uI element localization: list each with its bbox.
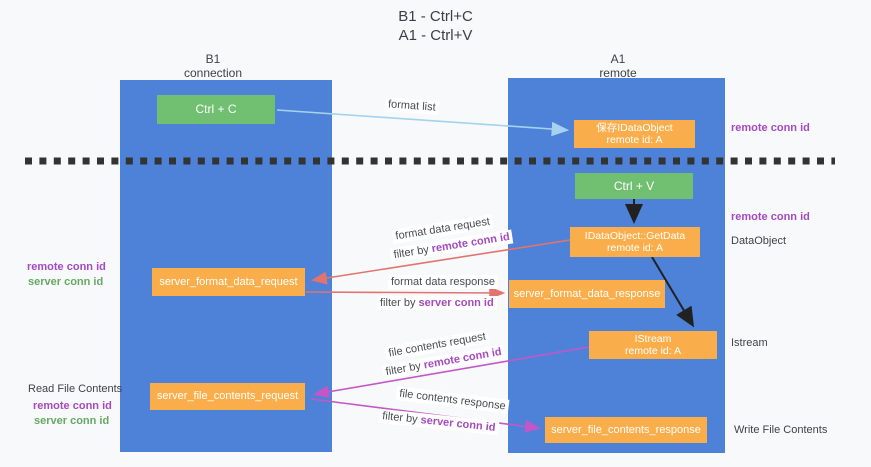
node-istream-line1: IStream [634, 333, 672, 345]
node-server-file-contents-response: server_file_contents_response [545, 417, 707, 443]
node-server-format-data-response: server_format_data_response [509, 280, 665, 308]
annotation-server-conn-id-left1: server conn id [28, 276, 104, 288]
label-filter-by-text: filter by [384, 359, 425, 379]
node-idataobject-getdata: IDataObject::GetData remote id: A [570, 227, 700, 257]
left-column-header: B1 connection [153, 52, 273, 80]
node-istream-line2: remote id: A [624, 345, 682, 357]
node-idataobject-getdata-line2: remote id: A [606, 242, 664, 254]
label-filter-by-text: filter by [381, 410, 422, 427]
right-column-name: A1 [610, 52, 626, 66]
left-column-name: B1 [205, 52, 221, 66]
left-column-role: connection [183, 66, 243, 80]
label-file-contents-response: file contents response [395, 386, 510, 414]
title-line-1: B1 - Ctrl+C [398, 8, 473, 25]
label-filter-by-text: filter by [380, 297, 419, 309]
format-data-response-arrow [305, 286, 506, 300]
node-ctrl-v: Ctrl + V [575, 173, 693, 199]
annotation-remote-conn-id-left2: remote conn id [33, 400, 112, 412]
annotation-remote-conn-id-mid: remote conn id [731, 211, 810, 223]
right-column-role: remote [599, 66, 637, 80]
label-filter-by-text: filter by [392, 243, 433, 262]
title-line-2: A1 - Ctrl+V [398, 27, 473, 44]
annotation-dataobject: DataObject [731, 235, 787, 247]
node-idataobject-getdata-line1: IDataObject::GetData [584, 230, 686, 242]
node-save-idataobject-line1: 保存IDataObject [596, 122, 673, 134]
node-istream: IStream remote id: A [589, 331, 717, 359]
label-filter-server-2: filter by server conn id [378, 408, 500, 436]
label-format-data-response: format data response [388, 275, 498, 289]
diagram-title: B1 - Ctrl+C A1 - Ctrl+V [0, 7, 871, 45]
annotation-remote-conn-id-top: remote conn id [731, 122, 810, 134]
annotation-server-conn-id-left2: server conn id [34, 415, 110, 427]
annotation-remote-conn-id-left1: remote conn id [27, 261, 106, 273]
label-server-conn-id: server conn id [419, 414, 497, 434]
annotation-read-file-contents: Read File Contents [28, 383, 123, 395]
right-column-header: A1 remote [558, 52, 678, 80]
label-filter-server-1: filter by server conn id [377, 296, 497, 310]
node-save-idataobject: 保存IDataObject remote id: A [574, 120, 695, 148]
label-format-list: format list [384, 97, 440, 115]
node-server-file-contents-request: server_file_contents_request [150, 383, 305, 410]
annotation-istream: Istream [731, 337, 768, 349]
node-save-idataobject-line2: remote id: A [606, 134, 663, 146]
node-server-format-data-request: server_format_data_request [152, 268, 305, 296]
annotation-write-file-contents: Write File Contents [734, 424, 828, 436]
label-server-conn-id: server conn id [418, 297, 494, 309]
node-ctrl-c: Ctrl + C [157, 95, 275, 124]
